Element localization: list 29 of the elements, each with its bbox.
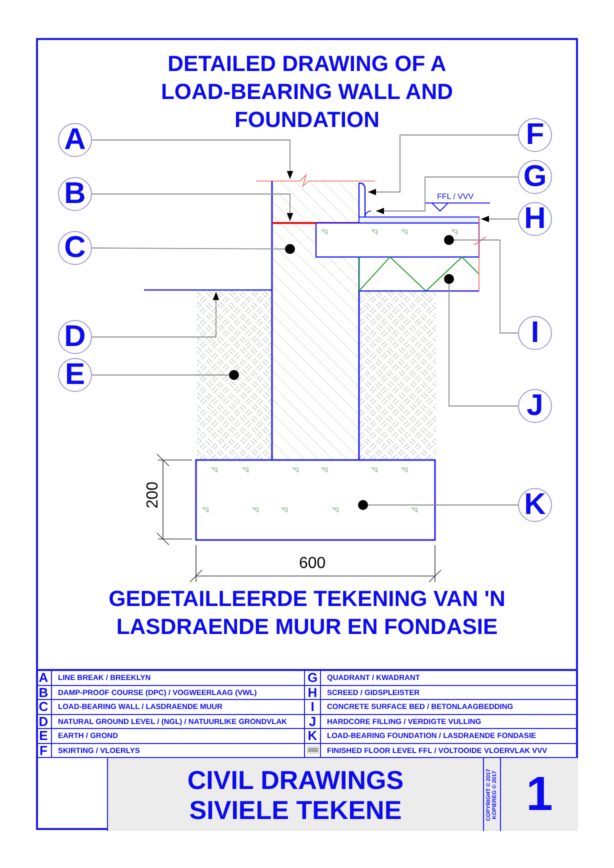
table-cell: B <box>36 686 52 699</box>
drawing-caption: GEDETAILLEERDE TEKENING VAN 'N LASDRAENDE MUUR EN FONDASIE <box>108 585 506 641</box>
sheet-number: 1 <box>526 770 553 818</box>
table-cell: K <box>305 729 321 742</box>
table-cell: F <box>36 744 52 757</box>
leader-line <box>368 134 518 196</box>
table-cell: G <box>305 671 321 684</box>
leader-line <box>358 500 518 510</box>
leader-line <box>92 370 239 380</box>
table-cell: A <box>36 671 52 684</box>
leader-line <box>92 244 295 254</box>
leader-line <box>92 140 294 180</box>
table-cell: I <box>305 700 321 714</box>
leader-line <box>480 216 518 222</box>
leader-line <box>376 176 518 214</box>
table-cell: H <box>305 686 321 699</box>
leader-line <box>92 292 220 338</box>
table-cell: E <box>36 729 52 742</box>
dimension-label: 200 <box>145 482 162 508</box>
level-label: FFL / VVV <box>437 193 474 201</box>
table-cell: D <box>36 714 52 728</box>
table-cell: J <box>305 714 321 728</box>
drawing-title: DETAILED DRAWING OF A LOAD-BEARING WALL AND FOUNDATION <box>160 50 454 134</box>
sheet-title: CIVIL DRAWINGS SIVIELE TEKENE <box>186 764 405 824</box>
leader-line <box>444 235 518 334</box>
dimension-label: 600 <box>299 556 326 572</box>
leader-line <box>444 274 518 406</box>
table-cell: C <box>36 700 52 714</box>
leader-line <box>92 194 294 222</box>
